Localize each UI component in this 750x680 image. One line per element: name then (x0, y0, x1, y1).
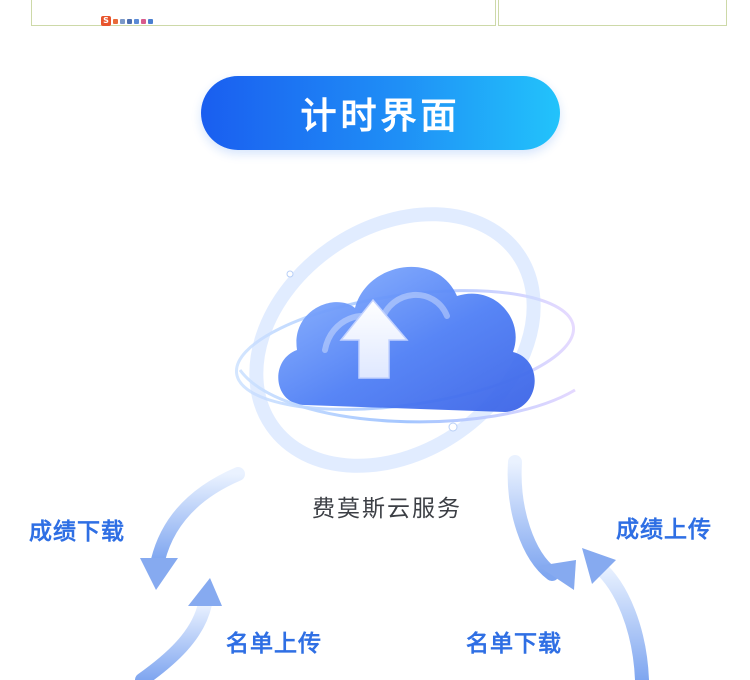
roster-download-label: 名单下载 (466, 631, 562, 657)
grades-download-label: 成绩下载 (29, 519, 125, 545)
grades-upload-label: 成绩上传 (616, 517, 712, 543)
roster-upload-label: 名单上传 (226, 631, 322, 657)
ime-toolbar[interactable]: S (101, 16, 153, 26)
ime-punctuation-icon[interactable] (120, 18, 125, 24)
service-name-label: 费莫斯云服务 (312, 496, 462, 522)
arrow-grades-upload (582, 548, 649, 680)
top-panel-right (498, 0, 727, 26)
ime-logo-icon[interactable]: S (101, 16, 111, 26)
title-banner: 计时界面 (201, 76, 560, 150)
ime-chinese-mode-icon[interactable] (113, 18, 118, 24)
page-title: 计时界面 (300, 96, 461, 137)
cloud-upload-icon (234, 207, 576, 473)
arrow-roster-upload (135, 578, 222, 680)
ime-skin-icon[interactable] (141, 18, 146, 24)
ime-microphone-icon[interactable] (127, 18, 132, 24)
ime-keyboard-icon[interactable] (134, 18, 139, 24)
ime-toolbox-icon[interactable] (148, 18, 153, 24)
